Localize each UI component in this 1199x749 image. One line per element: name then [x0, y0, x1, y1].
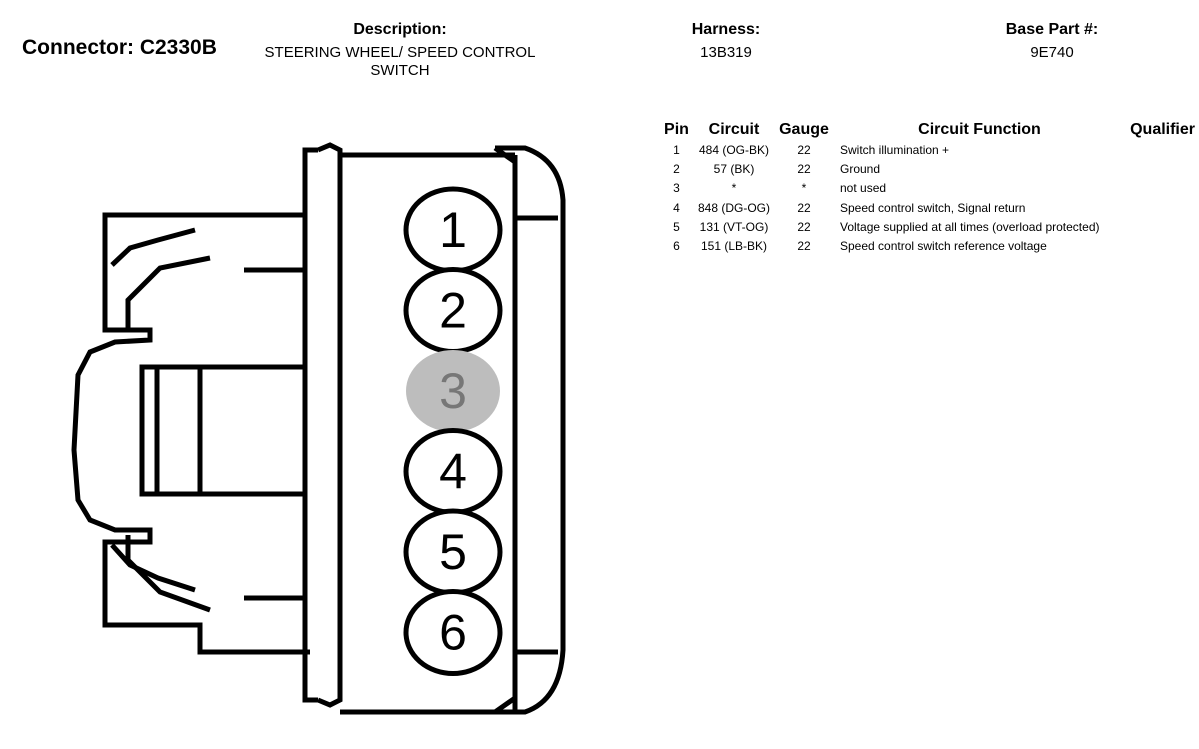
cell-circuit: 131 (VT-OG): [699, 219, 769, 234]
cell-circuit: 57 (BK): [713, 161, 755, 176]
right-cap: [495, 145, 566, 715]
cell-pin: 6: [673, 239, 680, 254]
pin-label-6: 6: [439, 605, 467, 661]
cell-circuit: 484 (OG-BK): [698, 142, 770, 157]
cell-gauge: 22: [797, 161, 811, 176]
header-function: Circuit Function: [918, 121, 1041, 138]
cell-qualifier: [1125, 140, 1195, 159]
cell-qualifier: [1125, 179, 1195, 198]
header-pin: Pin: [664, 121, 689, 138]
lower-latch-ramp: [110, 543, 196, 593]
cell-gauge: *: [801, 181, 807, 196]
harness-label: Harness:: [691, 21, 761, 38]
pin-label-5: 5: [439, 524, 467, 580]
cell-gauge: 22: [797, 200, 811, 215]
cell-qualifier: [1125, 159, 1195, 178]
cell-qualifier: [1125, 236, 1195, 255]
table-row: 5 131 (VT-OG) 22 Voltage supplied at all…: [659, 217, 1195, 236]
cell-circuit: 848 (DG-OG): [697, 200, 770, 215]
pin-table: Pin Circuit Gauge Circuit Function Quali…: [659, 120, 1195, 256]
cell-function: Voltage supplied at all times (overload …: [840, 219, 1100, 234]
table-header-row: Pin Circuit Gauge Circuit Function Quali…: [659, 120, 1195, 140]
lower-latch-inner: [125, 535, 211, 613]
table-row: 6 151 (LB-BK) 22 Speed control switch re…: [659, 236, 1195, 255]
base-part-label: Base Part #:: [1005, 21, 1099, 38]
cell-pin: 2: [673, 161, 680, 176]
cell-circuit: 151 (LB-BK): [700, 239, 768, 254]
pin-cavity-3: [406, 350, 500, 432]
cell-qualifier: [1125, 198, 1195, 217]
cell-pin: 4: [673, 200, 680, 215]
pin-label-4: 4: [439, 444, 467, 500]
upper-latch-inner: [125, 255, 211, 328]
cell-pin: 1: [673, 142, 680, 157]
description-value: STEERING WHEEL/ SPEED CONTROL SWITCH: [264, 44, 536, 79]
upper-latch-ramp: [110, 227, 196, 267]
table-row: 2 57 (BK) 22 Ground: [659, 159, 1195, 178]
header-circuit: Circuit: [708, 121, 760, 138]
connector-title: Connector: C2330B: [22, 36, 217, 59]
cell-gauge: 22: [797, 219, 811, 234]
pin-cavity-6: [403, 589, 503, 676]
header-gauge: Gauge: [779, 121, 829, 138]
latch-tab: [139, 364, 308, 497]
cell-function: not used: [840, 181, 887, 196]
base-part-value: 9E740: [1030, 44, 1074, 61]
cell-function: Speed control switch, Signal return: [840, 200, 1026, 215]
pin-label-3: 3: [439, 363, 467, 419]
cell-function: Switch illumination +: [840, 142, 950, 157]
cell-gauge: 22: [797, 239, 811, 254]
harness-value: 13B319: [700, 44, 752, 61]
cell-function: Ground: [840, 161, 881, 176]
cell-pin: 3: [673, 181, 680, 196]
cell-function: Speed control switch reference voltage: [840, 239, 1047, 254]
latch-outline: [71, 212, 310, 655]
body-left-wall: [302, 147, 318, 703]
description-label: Description:: [353, 21, 447, 38]
cell-gauge: 22: [797, 142, 811, 157]
header-qualifier: Qualifier: [1130, 121, 1195, 138]
table-row: 1 484 (OG-BK) 22 Switch illumination +: [659, 140, 1195, 159]
pin-label-2: 2: [439, 283, 467, 339]
table-row: 3 * * not used: [659, 179, 1195, 198]
cell-pin: 5: [673, 219, 680, 234]
cell-qualifier: [1125, 217, 1195, 236]
cell-circuit: *: [731, 181, 737, 196]
pin-label-1: 1: [439, 202, 467, 258]
pin-cavities: 1 2 3 4 5 6: [403, 186, 503, 676]
table-row: 4 848 (DG-OG) 22 Speed control switch, S…: [659, 198, 1195, 217]
